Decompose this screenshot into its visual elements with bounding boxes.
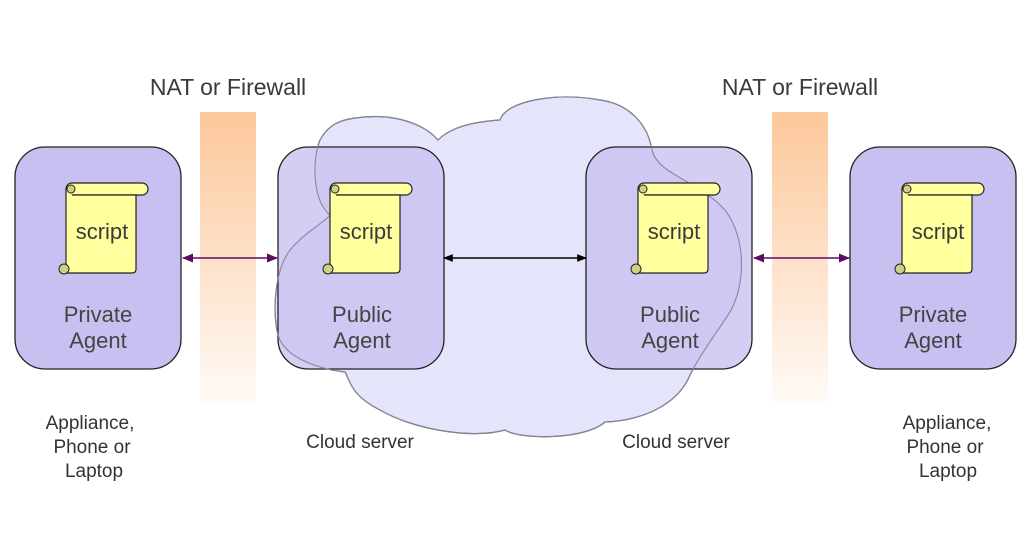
firewall-label-left: NAT or Firewall <box>150 74 306 100</box>
agent-label-public-right-line1: Public <box>640 302 700 327</box>
script-label: script <box>648 219 701 244</box>
firewall-label-right: NAT or Firewall <box>722 74 878 100</box>
script-label: script <box>912 219 965 244</box>
script-scroll-icon: script <box>322 182 413 275</box>
agent-label-public-left-line1: Public <box>332 302 392 327</box>
agent-label-private-right-line1: Private <box>899 302 967 327</box>
device-caption-left-line3: Laptop <box>65 461 123 482</box>
agent-label-private-left-line2: Agent <box>69 328 127 353</box>
agent-label-private-right-line2: Agent <box>904 328 962 353</box>
agent-label-public-right-line2: Agent <box>641 328 699 353</box>
device-caption-right-line3: Laptop <box>919 461 977 482</box>
device-caption-left-line1: Appliance, <box>46 413 135 434</box>
script-scroll-icon: script <box>58 182 149 275</box>
cloud-outline-overlay <box>274 96 742 438</box>
script-scroll-icon: script <box>630 182 721 275</box>
device-caption-right-line2: Phone or <box>906 437 984 458</box>
cloud-caption-right: Cloud server <box>622 432 730 453</box>
firewall-bar-right <box>772 112 828 402</box>
cloud-caption-left: Cloud server <box>306 432 414 453</box>
script-label: script <box>76 219 129 244</box>
device-caption-right-line1: Appliance, <box>903 413 992 434</box>
agent-label-public-left-line2: Agent <box>333 328 391 353</box>
device-caption-left-line2: Phone or <box>53 437 131 458</box>
script-scroll-icon: script <box>894 182 985 275</box>
script-label: script <box>340 219 393 244</box>
agent-label-private-left-line1: Private <box>64 302 132 327</box>
firewall-bar-left <box>200 112 256 402</box>
